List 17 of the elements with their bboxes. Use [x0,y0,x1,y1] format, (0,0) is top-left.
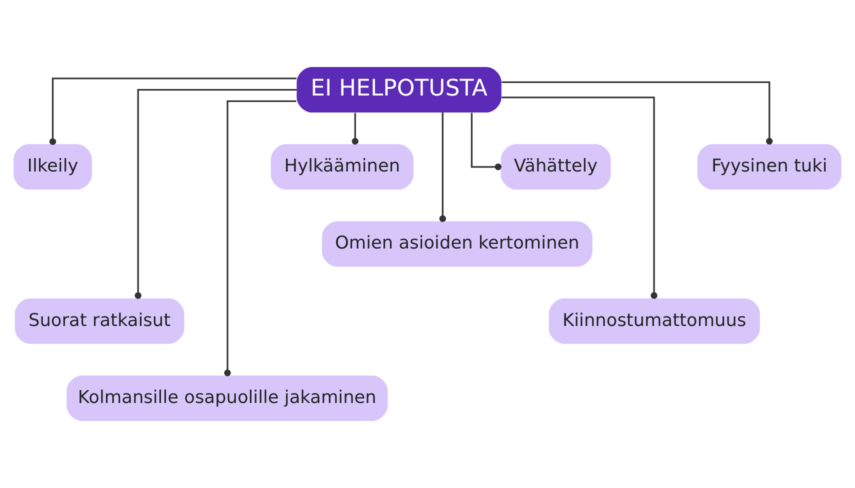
connector [470,112,502,170]
connector [502,96,658,299]
node-box: Suorat ratkaisut [14,298,184,344]
node-box: Omien asioiden kertominen [322,221,592,267]
connector [224,100,296,376]
node-box: Vähättely [500,144,611,190]
node-box: Fyysinen tuki [697,144,842,190]
node-box: Hylkääminen [270,144,414,190]
connector [134,88,297,299]
node-box: Kiinnostumattomuus [548,298,760,344]
connector [352,112,358,145]
node-box: Kolmansille osapuolille jakaminen [66,375,388,421]
node-box: Ilkeily [14,144,92,190]
connector [49,78,297,145]
connector [439,112,446,222]
node-box: EI HELPOTUSTA [296,67,502,113]
connector [502,81,773,145]
